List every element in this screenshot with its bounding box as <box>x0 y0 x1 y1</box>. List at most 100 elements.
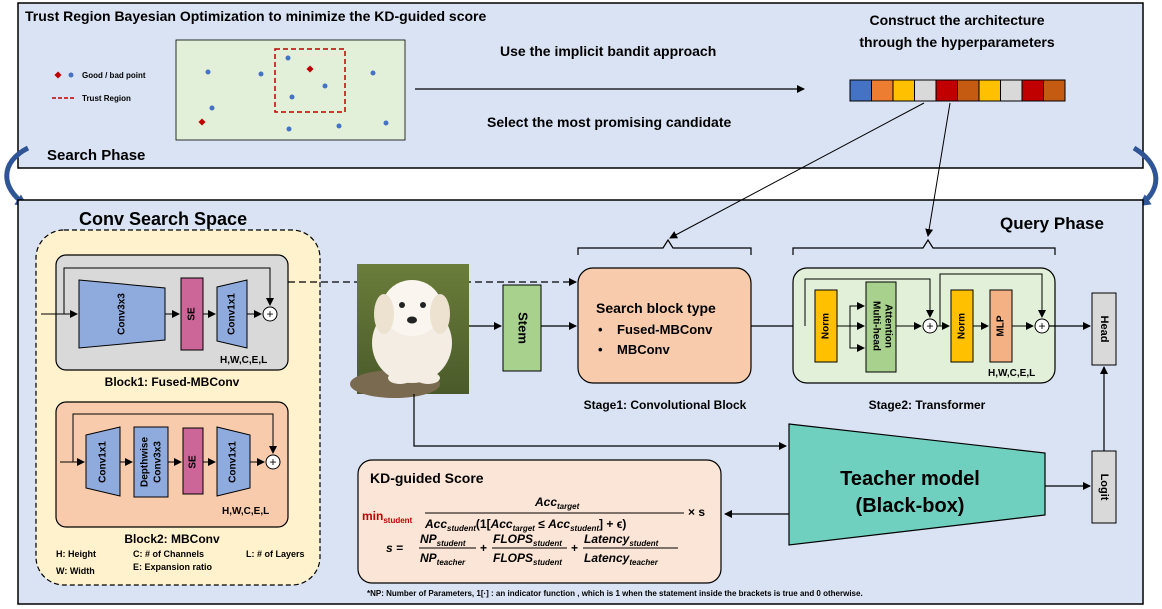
block2-depthwise-label: Depthwise <box>140 437 151 487</box>
legend-point-label: Good / bad point <box>82 71 146 80</box>
block1-conv1x1 <box>216 279 248 349</box>
conv-space-title: Conv Search Space <box>79 209 247 229</box>
teacher-model <box>788 423 1046 546</box>
stage1-title: Search block type <box>596 300 716 316</box>
block1-conv1x1-label: Conv1x1 <box>227 293 238 335</box>
block1-caption: Block1: Fused-MBConv <box>105 375 240 389</box>
genome-cell <box>1043 79 1066 102</box>
kd-times-s: × s <box>688 505 705 519</box>
stage1-bullet-2: • <box>598 342 603 357</box>
kd-score-box <box>357 459 722 584</box>
bad-point <box>209 105 215 111</box>
kd-denominator: Accstudent(1[Acctarget ≤ Accstudent] + ϵ… <box>424 517 626 533</box>
bad-point <box>286 126 292 132</box>
block2-se <box>182 427 204 495</box>
bad-point <box>383 120 389 126</box>
block1-add-symbol: + <box>266 307 273 321</box>
stage2-params: H,W,C,E,L <box>988 368 1035 379</box>
legend-channels: C: # of Channels <box>133 549 204 559</box>
bad-point <box>289 94 295 100</box>
logit-label: Logit <box>1098 474 1110 501</box>
right-cycle-arrow <box>1132 145 1159 208</box>
bandit-text: Use the implicit bandit approach <box>500 43 716 59</box>
block1-add <box>262 306 278 322</box>
block2-conv1x1-b <box>216 426 251 497</box>
genome-cell <box>1000 79 1023 102</box>
stage2-connectors <box>804 273 1046 352</box>
bad-point <box>258 71 264 77</box>
construct-line1: Construct the architecture <box>869 12 1044 28</box>
block1-se-label: SE <box>187 307 198 321</box>
kd-numerator: Acctarget <box>534 495 580 511</box>
stage2-attention-label-2: Attention <box>882 304 893 348</box>
bad-point <box>370 70 376 76</box>
stage2-brace <box>792 238 1056 255</box>
legend-height: H: Height <box>56 549 96 559</box>
block2-depthwise <box>133 426 169 498</box>
kd-title: KD-guided Score <box>370 470 484 486</box>
bad-point <box>336 123 342 129</box>
block2-conv1x1-b-label: Conv1x1 <box>228 441 239 483</box>
kd-flops-bot: FLOPSstudent <box>493 551 562 567</box>
stage2-attention-label-1: Multi-head <box>870 301 881 351</box>
block2-conv3x3-label: Conv3x3 <box>153 441 164 483</box>
good-point <box>306 65 314 73</box>
block1-conv3x3-label: Conv3x3 <box>117 293 128 335</box>
stage2-norm-1-label: Norm <box>821 313 832 339</box>
head-label: Head <box>1098 316 1110 343</box>
good-point <box>198 118 206 126</box>
stage2-norm-2-label: Norm <box>957 313 968 339</box>
stage1-caption: Stage1: Convolutional Block <box>584 398 747 412</box>
block2-params: H,W,C,E,L <box>222 506 269 517</box>
block2-add-symbol: + <box>269 455 276 469</box>
logit-block <box>1091 450 1117 524</box>
block1-conv3x3 <box>78 279 166 349</box>
block2-conv1x1-a <box>85 426 121 497</box>
legend-layers: L: # of Layers <box>246 549 305 559</box>
stage2-add-2-symbol: + <box>1038 319 1045 333</box>
image-to-teacher <box>413 394 787 450</box>
genome-cell <box>914 79 937 102</box>
genome-cell <box>871 79 894 102</box>
trust-region-box <box>274 48 346 113</box>
kd-s-eq: s = <box>386 541 403 555</box>
genome-cell <box>1021 79 1044 102</box>
stage2-add-1-symbol: + <box>926 319 933 333</box>
block1-connectors <box>41 267 274 318</box>
genome-to-stage1 <box>669 102 925 239</box>
legend-bad-icon <box>68 72 74 78</box>
stage2-attention <box>865 281 897 373</box>
stage1-brace <box>577 238 752 255</box>
stage2-caption: Stage2: Transformer <box>869 398 986 412</box>
block2-connectors <box>60 413 277 466</box>
legend-region-label: Trust Region <box>82 94 131 103</box>
footnote: *NP: Number of Parameters, 1[·] : an ind… <box>367 589 863 598</box>
block2-se-label: SE <box>188 455 199 469</box>
kd-flops-top: FLOPSstudent <box>493 532 562 548</box>
block1-params: H,W,C,E,L <box>220 355 267 366</box>
kd-lat-top: Latencystudent <box>584 532 659 548</box>
kd-np-top: NPstudent <box>420 532 466 548</box>
genome-to-stage2 <box>925 102 951 237</box>
stage1-bullet-1: • <box>598 322 603 337</box>
legend-expansion: E: Expansion ratio <box>133 562 213 572</box>
block2-caption: Block2: MBConv <box>124 532 220 546</box>
hyperparameter-genome <box>849 79 1066 102</box>
genome-cell <box>892 79 915 102</box>
kd-np-bot: NPteacher <box>420 551 466 567</box>
bad-point <box>285 55 291 61</box>
stem-label: Stem <box>516 312 531 344</box>
teacher-line1: Teacher model <box>840 468 980 490</box>
select-text: Select the most promising candidate <box>487 114 731 130</box>
genome-cell <box>978 79 1001 102</box>
kd-formula: minstudent Acctarget Accstudent(1[Acctar… <box>362 495 705 567</box>
kd-min: minstudent <box>362 509 413 525</box>
search-phase-title: Trust Region Bayesian Optimization to mi… <box>25 8 486 24</box>
stem-block <box>502 284 542 372</box>
legend-width: W: Width <box>56 566 95 576</box>
bad-point <box>322 83 328 89</box>
query-phase-label: Query Phase <box>1000 214 1104 233</box>
bo-plot-area <box>175 39 406 141</box>
stage1-item-2: MBConv <box>617 342 670 357</box>
